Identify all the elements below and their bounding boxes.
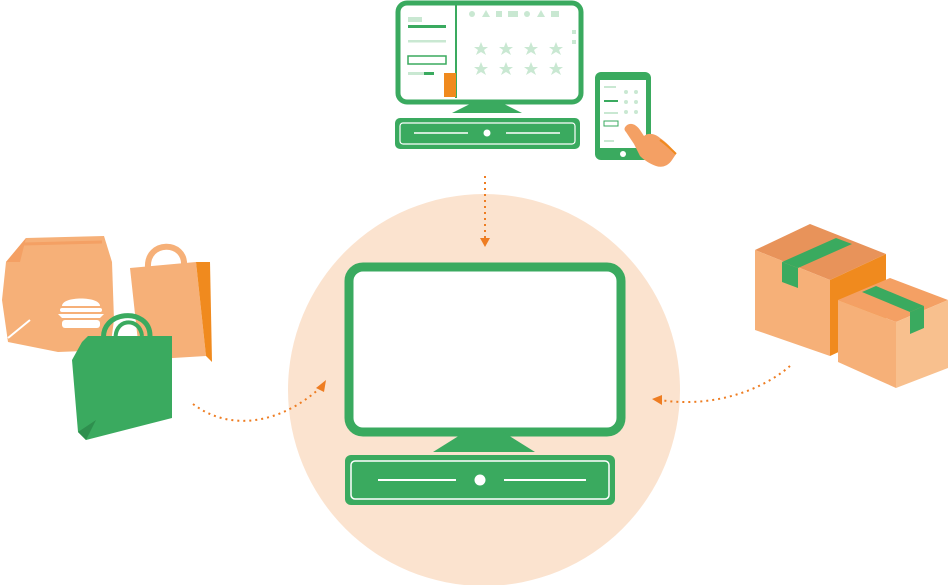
shopping-bags-icon (2, 236, 212, 440)
burger-icon (58, 298, 104, 328)
arrow-right (652, 365, 791, 405)
arrow-left (192, 380, 326, 422)
arrow-top (480, 176, 490, 247)
delivery-boxes-icon (755, 224, 948, 388)
central-monitor-icon (344, 262, 626, 505)
pointing-hand-icon (624, 123, 677, 167)
pos-terminal-icon (395, 0, 584, 149)
